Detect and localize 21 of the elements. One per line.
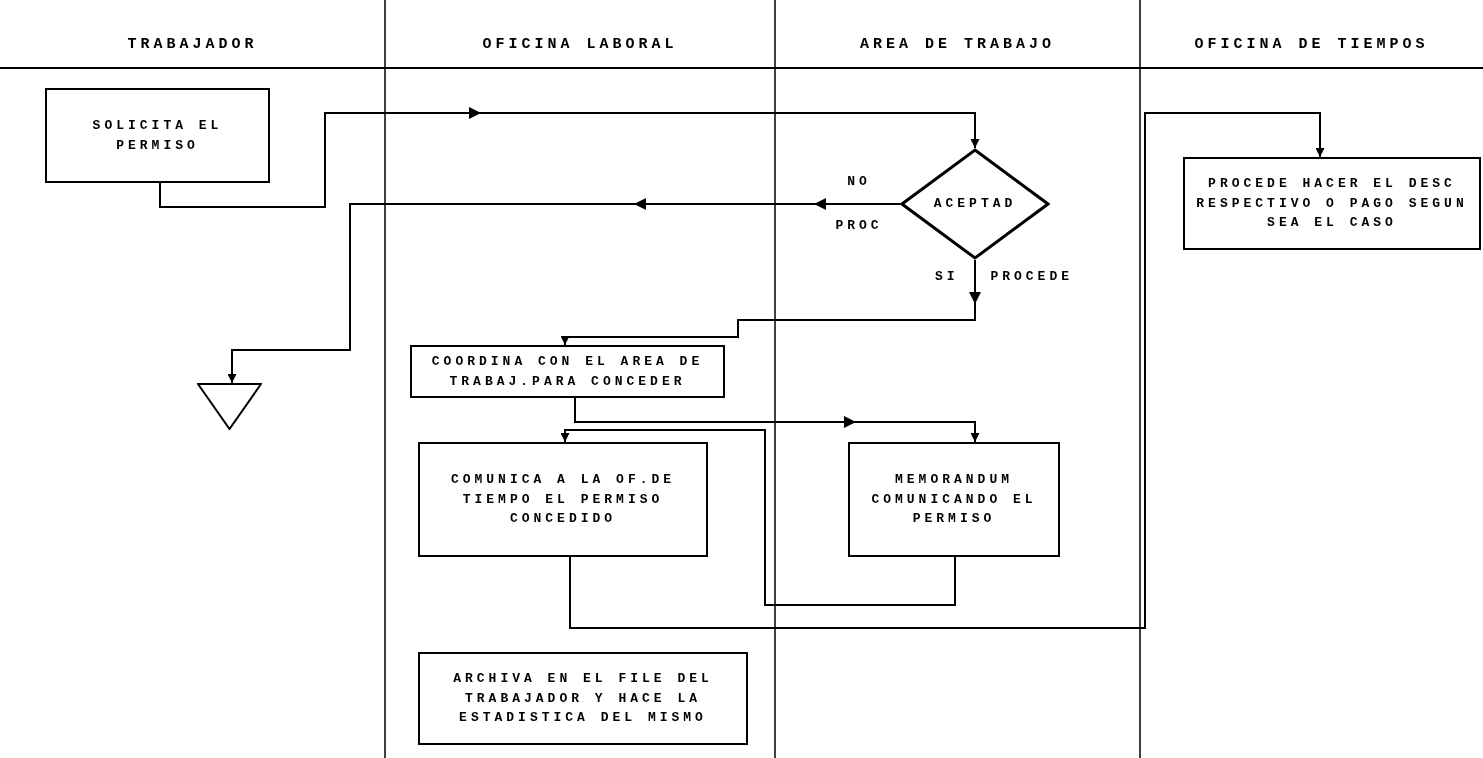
- process-box: [848, 442, 1060, 557]
- node-text: ACEPTAD: [933, 195, 1017, 214]
- node-text: PROCEDE HACER EL DESC RESPECTIVO O PAGO SEGUN SEA EL CASO: [1195, 175, 1469, 233]
- node-text: COMUNICA A LA OF.DE TIEMPO EL PERMISO CONCEDIDO: [449, 471, 677, 529]
- node-text: MEMORANDUM COMUNICANDO EL PERMISO: [870, 471, 1038, 529]
- edge-label: NO PROC: [834, 173, 884, 235]
- lane-header: OFICINA LABORAL: [481, 35, 679, 55]
- process-box: [418, 652, 748, 745]
- lane-header: AREA DE TRABAJO: [859, 35, 1056, 55]
- process-box: [410, 345, 725, 398]
- decision-diamond: [900, 148, 1050, 260]
- lane-header: OFICINA DE TIEMPOS: [1193, 35, 1430, 55]
- process-box: [418, 442, 708, 557]
- process-box: [1183, 157, 1481, 250]
- lane-header: TRABAJADOR: [126, 35, 259, 55]
- node-text: SOLICITA EL PERMISO: [91, 117, 224, 155]
- process-box: [45, 88, 270, 183]
- node-text: COORDINA CON EL AREA DE TRABAJ.PARA CONCEDER: [430, 353, 705, 391]
- storage-triangle: [197, 383, 262, 430]
- edge-label: SI PROCEDE: [935, 268, 1073, 286]
- node-text: ARCHIVA EN EL FILE DEL TRABAJADOR Y HACE LA ESTADISTICA DEL MISMO: [452, 670, 714, 728]
